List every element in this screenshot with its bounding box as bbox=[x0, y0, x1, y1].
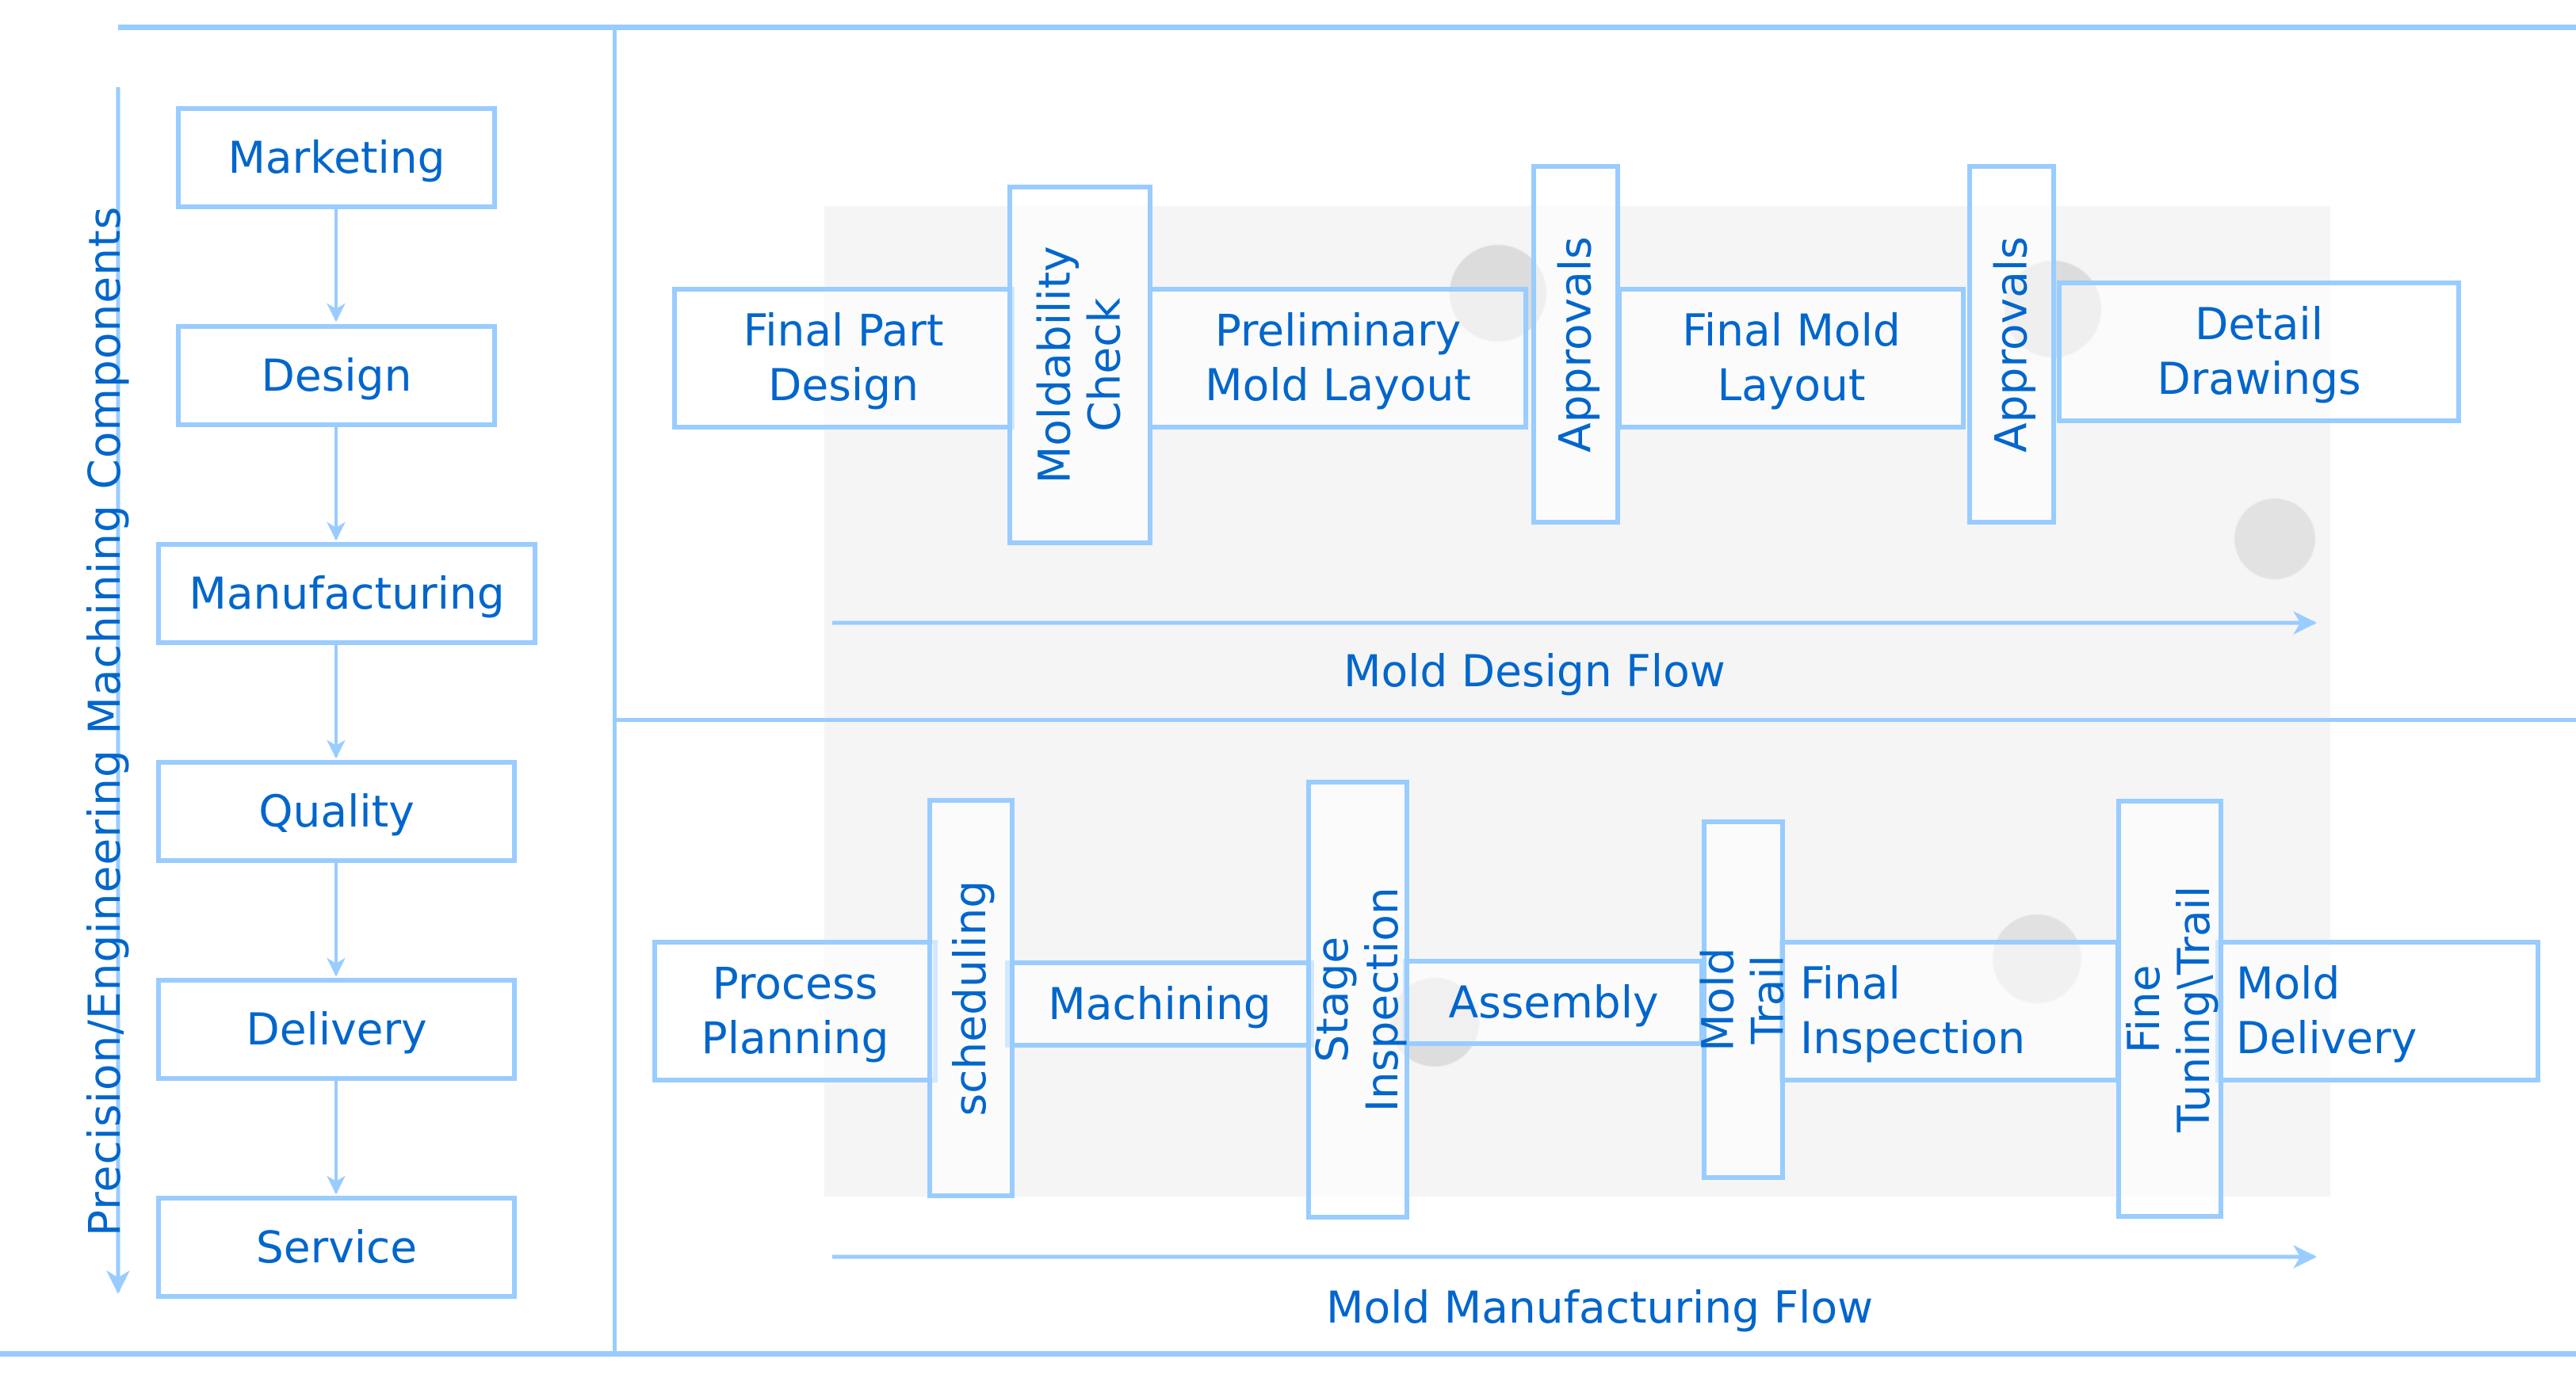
design-step-moldability-check: Moldability Check bbox=[1007, 185, 1152, 545]
mfg-step-assembly: Assembly bbox=[1403, 959, 1704, 1046]
design-step-preliminary-mold-layout: Preliminary Mold Layout bbox=[1148, 287, 1528, 429]
mfg-step-stage-inspection: Stage Inspection bbox=[1306, 780, 1409, 1220]
step-label: Quality bbox=[258, 785, 415, 837]
design-step-final-mold-layout: Final Mold Layout bbox=[1617, 287, 1966, 429]
mfg-step-scheduling: scheduling bbox=[927, 798, 1015, 1198]
step-label: Detail Drawings bbox=[2157, 299, 2361, 404]
mfg-step-fine-tuning-trail: Fine Tuning\Trail bbox=[2116, 799, 2223, 1219]
step-label: Assembly bbox=[1448, 976, 1659, 1028]
left-flow-design: Design bbox=[176, 324, 497, 427]
manufacturing-flow-title: Mold Manufacturing Flow bbox=[1326, 1282, 1874, 1333]
design-flow-title: Mold Design Flow bbox=[1343, 646, 1726, 697]
design-step-approvals-1: Approvals bbox=[1531, 164, 1620, 525]
left-flow-quality: Quality bbox=[156, 760, 517, 863]
step-label: Delivery bbox=[246, 1003, 427, 1055]
step-label: Design bbox=[261, 349, 412, 401]
step-label: Approvals bbox=[1550, 236, 1601, 452]
step-label: Mold Trail bbox=[1692, 947, 1794, 1052]
top-rule bbox=[118, 25, 2576, 30]
step-label: Stage Inspection bbox=[1306, 887, 1408, 1113]
mfg-step-mold-delivery: Mold Delivery bbox=[2215, 940, 2540, 1082]
step-label: Final Part Design bbox=[743, 305, 944, 410]
mfg-step-process-planning: Process Planning bbox=[652, 940, 938, 1082]
step-label: Approvals bbox=[1986, 236, 2037, 452]
column-divider bbox=[613, 28, 617, 1353]
step-label: Machining bbox=[1048, 978, 1271, 1029]
step-label: Moldability Check bbox=[1029, 246, 1130, 484]
left-flow-delivery: Delivery bbox=[156, 978, 517, 1081]
design-step-detail-drawings: Detail Drawings bbox=[2057, 281, 2461, 423]
step-label: scheduling bbox=[945, 880, 996, 1117]
design-step-approvals-2: Approvals bbox=[1967, 164, 2056, 525]
step-label: Marketing bbox=[227, 132, 445, 183]
mfg-step-final-inspection: Final Inspection bbox=[1779, 940, 2120, 1082]
step-label: Fine Tuning\Trail bbox=[2119, 885, 2220, 1132]
left-flow-manufacturing: Manufacturing bbox=[156, 542, 537, 645]
step-label: Final Mold Layout bbox=[1682, 305, 1901, 410]
bottom-rule bbox=[0, 1351, 2576, 1357]
step-label: Process Planning bbox=[701, 958, 889, 1063]
step-label: Final Inspection bbox=[1800, 958, 2026, 1063]
design-step-final-part-design: Final Part Design bbox=[672, 287, 1015, 429]
step-label: Preliminary Mold Layout bbox=[1205, 305, 1471, 410]
step-label: Mold Delivery bbox=[2236, 958, 2417, 1063]
left-flow-service: Service bbox=[156, 1196, 517, 1299]
side-title: Precision/Engineering Machining Componen… bbox=[79, 205, 130, 1236]
step-label: Service bbox=[255, 1221, 418, 1273]
row-divider bbox=[614, 718, 2576, 722]
mfg-step-mold-trail: Mold Trail bbox=[1692, 819, 1794, 1180]
mfg-step-machining: Machining bbox=[1005, 960, 1314, 1048]
left-flow-marketing: Marketing bbox=[176, 106, 497, 209]
step-label: Manufacturing bbox=[189, 567, 505, 619]
